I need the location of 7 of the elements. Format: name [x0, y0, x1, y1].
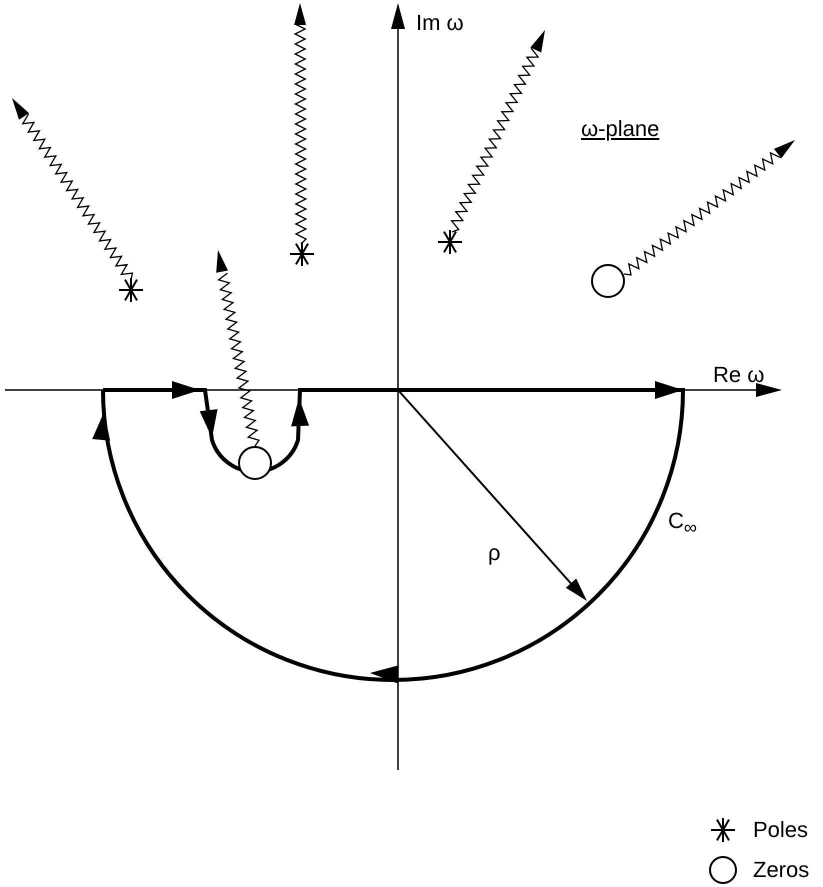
legend-text: Zeros — [753, 859, 810, 881]
plane-label: ω-plane — [581, 118, 660, 140]
contour-label: C$_{∞}$ — [668, 510, 697, 537]
radius-label: ρ — [488, 542, 501, 564]
axis-label: Im ω — [416, 12, 464, 34]
axis-label: Re ω — [713, 364, 764, 386]
legend-text: Poles — [753, 819, 808, 841]
